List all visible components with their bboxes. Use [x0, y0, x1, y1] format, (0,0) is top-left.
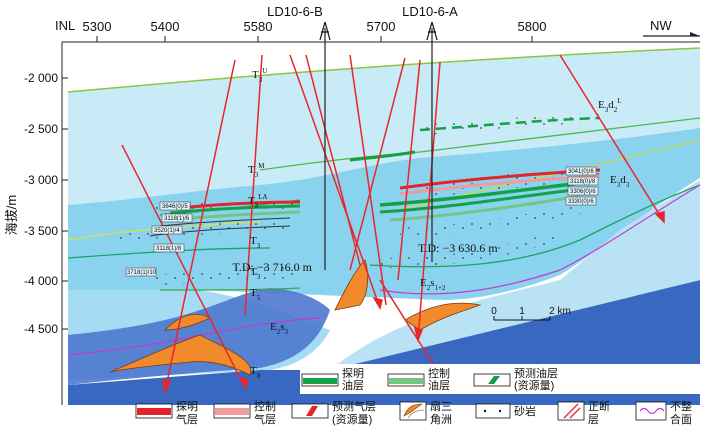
fan-delta-right	[404, 302, 482, 331]
well-name-a: LD10-6-A	[402, 4, 458, 19]
orientation-label: NW	[650, 18, 672, 33]
legend-sandstone: 砂岩	[475, 403, 536, 419]
res-label: 3718(1)/10	[127, 270, 157, 276]
x-tick-5400: 5400	[151, 19, 180, 34]
y-tick--4000: -4 000	[24, 274, 58, 288]
legend-normal-fault: 正断层	[557, 399, 610, 426]
legend: 探明油层 控制油层 预测油层(资源量)	[300, 364, 710, 394]
label-t3la: T3LA	[248, 193, 268, 210]
legend-row-2: 探明气层 控制气层 预测气层(资源量) 扇三角洲 砂岩 正	[135, 399, 692, 426]
legend-proven-oil: 探明油层	[301, 367, 364, 392]
svg-text:不整合面: 不整合面	[670, 399, 692, 426]
svg-text:控制油层: 控制油层	[428, 366, 450, 392]
sand-line	[159, 217, 291, 227]
res-label: 3646(0)/5	[162, 204, 188, 210]
res-label: 3041(0)/6	[568, 169, 594, 175]
svg-text:扇三角洲: 扇三角洲	[430, 399, 452, 426]
oil-lens	[169, 204, 301, 215]
scale-0: 0	[491, 306, 497, 317]
x-tick-5580: 5580	[244, 19, 273, 34]
fan-delta-center	[334, 259, 369, 311]
well-ld10-6-a: LD10-6-A T.D: −3 630.6 m	[402, 4, 498, 255]
res-label: 3306(0)/6	[570, 189, 596, 195]
label-t3u: T3U	[252, 67, 267, 84]
left-axis: -2 000 -2 500 -3 000 -3 500 -4 000 -4 50…	[4, 42, 68, 405]
label-t5: T5	[250, 287, 261, 302]
svg-text:正断层: 正断层	[588, 399, 610, 426]
reservoir-annotations: 3646(0)/5 3118(1)/6 3520(1)/4 3118(1)/8 …	[125, 166, 599, 277]
svg-text:控制气层: 控制气层	[254, 399, 276, 426]
label-t3m: T3M	[248, 162, 265, 179]
label-e2s12: E2s1+2	[420, 277, 446, 292]
svg-text:探明气层: 探明气层	[176, 400, 198, 426]
legend-predicted-gas: 预测气层(资源量)	[291, 399, 376, 426]
svg-text:预测油层(资源量): 预测油层(资源量)	[514, 366, 558, 392]
horizon-t3u	[67, 47, 701, 93]
legend-predicted-oil: 预测油层(资源量)	[473, 366, 558, 392]
horizon-labels: T3U T3M T3LA T3 T3 T5 T8	[248, 67, 268, 380]
x-tick-5700: 5700	[367, 19, 396, 34]
y-axis-label: 海拔/m	[4, 195, 19, 235]
nw-direction-arrow: NW	[643, 18, 700, 37]
well-td-b: T.D: −3 716.0 m	[232, 260, 312, 274]
x-tick-5800: 5800	[518, 19, 547, 34]
scale-1: 1	[519, 306, 525, 317]
x-tick-5300: 5300	[83, 19, 112, 34]
res-label: 3520(1)/4	[154, 228, 180, 234]
derrick-icon	[426, 21, 438, 41]
horizon-t5	[159, 287, 301, 291]
label-t8: T8	[250, 365, 261, 380]
legend-unconformity: 不整合面	[635, 399, 692, 426]
res-label: 3118(1)/6	[164, 216, 190, 222]
scale-bar: 0 1 2 km	[491, 306, 571, 321]
middle-strata	[68, 128, 700, 300]
y-tick--3500: -3 500	[24, 224, 58, 238]
formation-labels: E3d2L E3d3 E2s1+2 E2s3	[270, 97, 630, 336]
predicted-oil-lens	[419, 116, 601, 132]
label-e3d3: E3d3	[610, 174, 630, 189]
legend-sandstone-label: 砂岩	[514, 404, 536, 418]
unconformity-right	[379, 184, 701, 295]
legend-fan-delta: 扇三角洲	[399, 399, 452, 426]
section-body	[67, 28, 701, 405]
label-t3b: T3	[250, 266, 261, 281]
y-tick--2500: -2 500	[24, 122, 58, 136]
label-e3d2: E3d2L	[598, 97, 622, 114]
res-label: 3330(0)/6	[568, 199, 594, 205]
inline-label: INL	[55, 18, 75, 33]
well-ld10-6-b: LD10-6-B T.D: −3 716.0 m	[232, 4, 331, 274]
y-tick--3000: -3 000	[24, 173, 58, 187]
legend-controlled-gas: 控制气层	[213, 399, 276, 426]
legend-controlled-oil: 控制油层	[387, 366, 450, 392]
label-t3a: T3	[250, 235, 261, 250]
label-e2s3: E2s3	[270, 321, 289, 336]
legend-proven-gas: 探明气层	[135, 400, 198, 426]
derrick-icon	[319, 21, 331, 41]
legend-proven-oil-label: 探明油层	[342, 367, 364, 392]
normal-faults	[121, 54, 665, 395]
res-label: 3118(1)/8	[156, 246, 182, 252]
fan-delta-left	[109, 334, 252, 376]
well-td-a: T.D: −3 630.6 m	[418, 241, 498, 255]
horizon-right-mid	[369, 184, 701, 268]
y-tick--2000: -2 000	[24, 71, 58, 85]
top-axis: INL 5300 5400 5580 5700 5800	[55, 18, 700, 43]
res-label: 3118(0)/8	[570, 179, 596, 185]
well-name-b: LD10-6-B	[267, 4, 323, 19]
y-tick--4500: -4 500	[24, 322, 58, 336]
oil-lens-top	[349, 150, 416, 162]
svg-text:预测气层(资源量): 预测气层(资源量)	[332, 399, 376, 426]
oil-lens-right-controlled	[389, 194, 581, 222]
gas-lens	[179, 200, 301, 210]
scale-2km: 2 km	[549, 306, 571, 317]
